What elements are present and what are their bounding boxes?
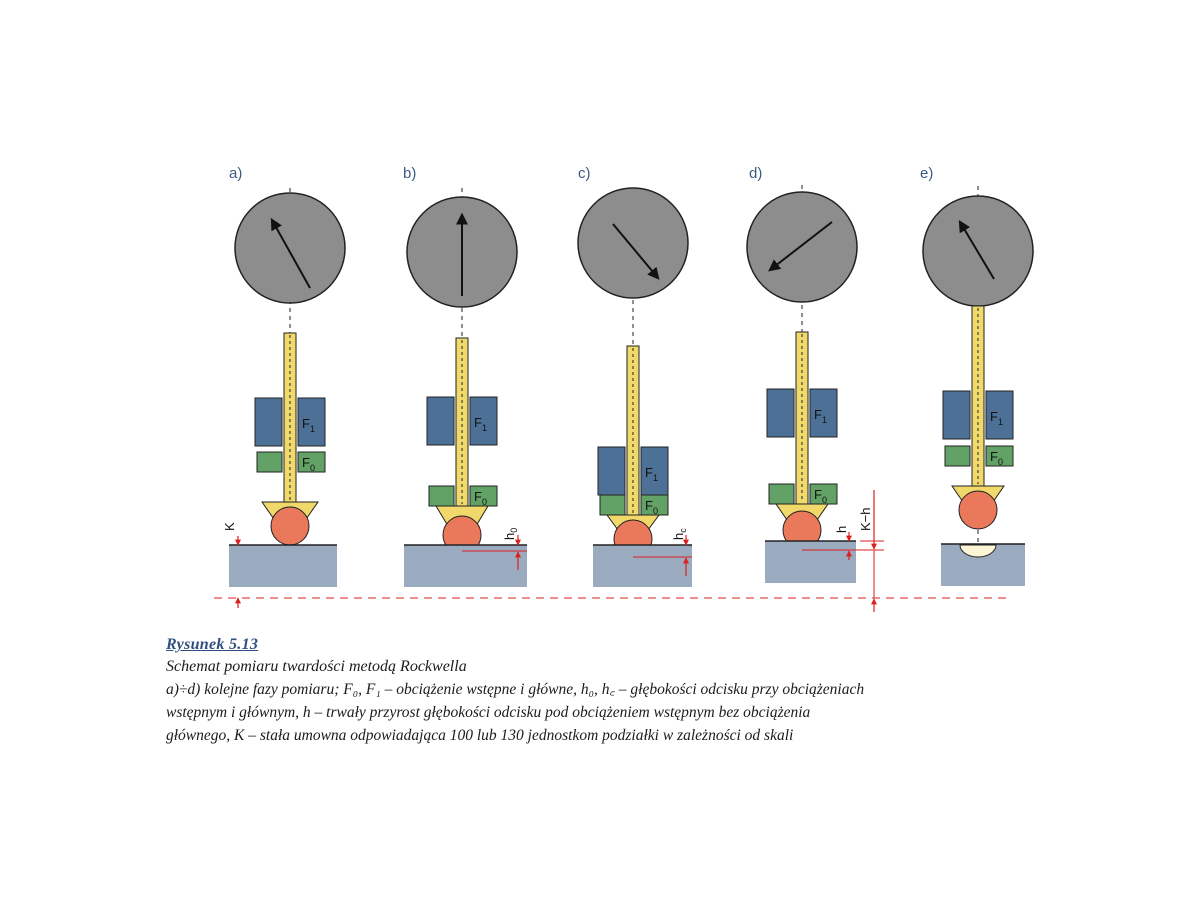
svg-text:F0: F0 — [474, 489, 487, 507]
ball-indenter-e — [958, 490, 998, 530]
caption-line: głównego, K – stała umowna odpowiadająca… — [166, 727, 794, 744]
svg-text:hc: hc — [671, 528, 688, 540]
panel-label-c: c) — [578, 165, 591, 182]
svg-text:F1: F1 — [814, 407, 827, 425]
svg-text:F1: F1 — [474, 415, 487, 433]
sample-a — [229, 545, 337, 587]
weight-main-left-c — [597, 446, 626, 496]
weight-main-right-c — [640, 446, 669, 496]
caption-title: Rysunek 5.13 — [166, 636, 259, 653]
panel-d: d) F1 F0 h K−h — [746, 165, 884, 612]
weight-pre-left-d — [768, 483, 795, 505]
svg-text:F1: F1 — [990, 409, 1003, 427]
panel-label-e: e) — [920, 165, 933, 182]
caption-line: a)÷d) kolejne fazy pomiaru; F₀, F₁ – obc… — [166, 681, 865, 698]
needle-a — [270, 217, 311, 289]
rod-c — [626, 345, 640, 517]
svg-text:h0: h0 — [502, 528, 519, 540]
panel-a: a) F1 F0 K — [222, 165, 346, 608]
dial-gauge-a — [234, 192, 346, 304]
weight-pre-right-a — [297, 451, 326, 473]
weight-main-right-d — [809, 388, 838, 438]
weight-main-right-e — [985, 390, 1014, 440]
weight-main-left-a — [254, 397, 283, 447]
dial-gauge-d — [746, 191, 858, 303]
sample-c — [593, 545, 692, 587]
svg-text:F0: F0 — [990, 449, 1003, 467]
label-k: K — [222, 522, 237, 531]
panel-c: c) F1 F0 hc — [577, 165, 692, 587]
weight-main-right-a — [297, 397, 326, 447]
weight-pre-left-b — [428, 485, 455, 507]
weight-main-right-b — [469, 396, 498, 446]
panel-e: e) F1 F0 — [920, 165, 1034, 586]
caption-subtitle: Schemat pomiaru twardości metodą Rockwel… — [166, 658, 467, 675]
label-h0: h0 — [502, 528, 519, 540]
weight-pre-left-e — [944, 445, 971, 467]
rod-a — [283, 332, 297, 504]
panel-label-a: a) — [229, 165, 242, 182]
sample-d — [765, 541, 856, 583]
label-hc: hc — [671, 528, 688, 540]
weight-main-left-d — [766, 388, 795, 438]
panel-b: b) F1 F0 h0 — [403, 165, 527, 587]
label-k-minus-h: K−h — [858, 508, 873, 532]
svg-text:F0: F0 — [645, 498, 658, 516]
caption-body: a)÷d) kolejne fazy pomiaru; F₀, F₁ – obc… — [166, 678, 1046, 747]
panel-label-b: b) — [403, 165, 416, 182]
sample-b — [404, 545, 527, 587]
label-f0-a: F0 — [302, 455, 315, 473]
panel-label-d: d) — [749, 165, 762, 182]
weight-pre-left-a — [256, 451, 283, 473]
weight-pre-right-e — [985, 445, 1014, 467]
ball-indenter-a — [270, 506, 310, 546]
figure-caption: Rysunek 5.13 Schemat pomiaru twardości m… — [166, 636, 1046, 747]
dial-gauge-c — [577, 187, 689, 299]
label-f1-a: F1 — [302, 416, 315, 434]
weight-main-left-e — [942, 390, 971, 440]
permanent-indent-e — [959, 544, 997, 558]
needle-e — [958, 219, 995, 280]
svg-text:F1: F1 — [645, 465, 658, 483]
caption-line: wstępnym i głównym, h – trwały przyrost … — [166, 704, 811, 721]
needle-c — [612, 223, 660, 280]
weight-main-left-b — [426, 396, 455, 446]
svg-text:F0: F0 — [814, 487, 827, 505]
label-h: h — [834, 526, 849, 533]
weight-pre-left-c — [599, 494, 626, 516]
needle-d — [768, 221, 833, 272]
